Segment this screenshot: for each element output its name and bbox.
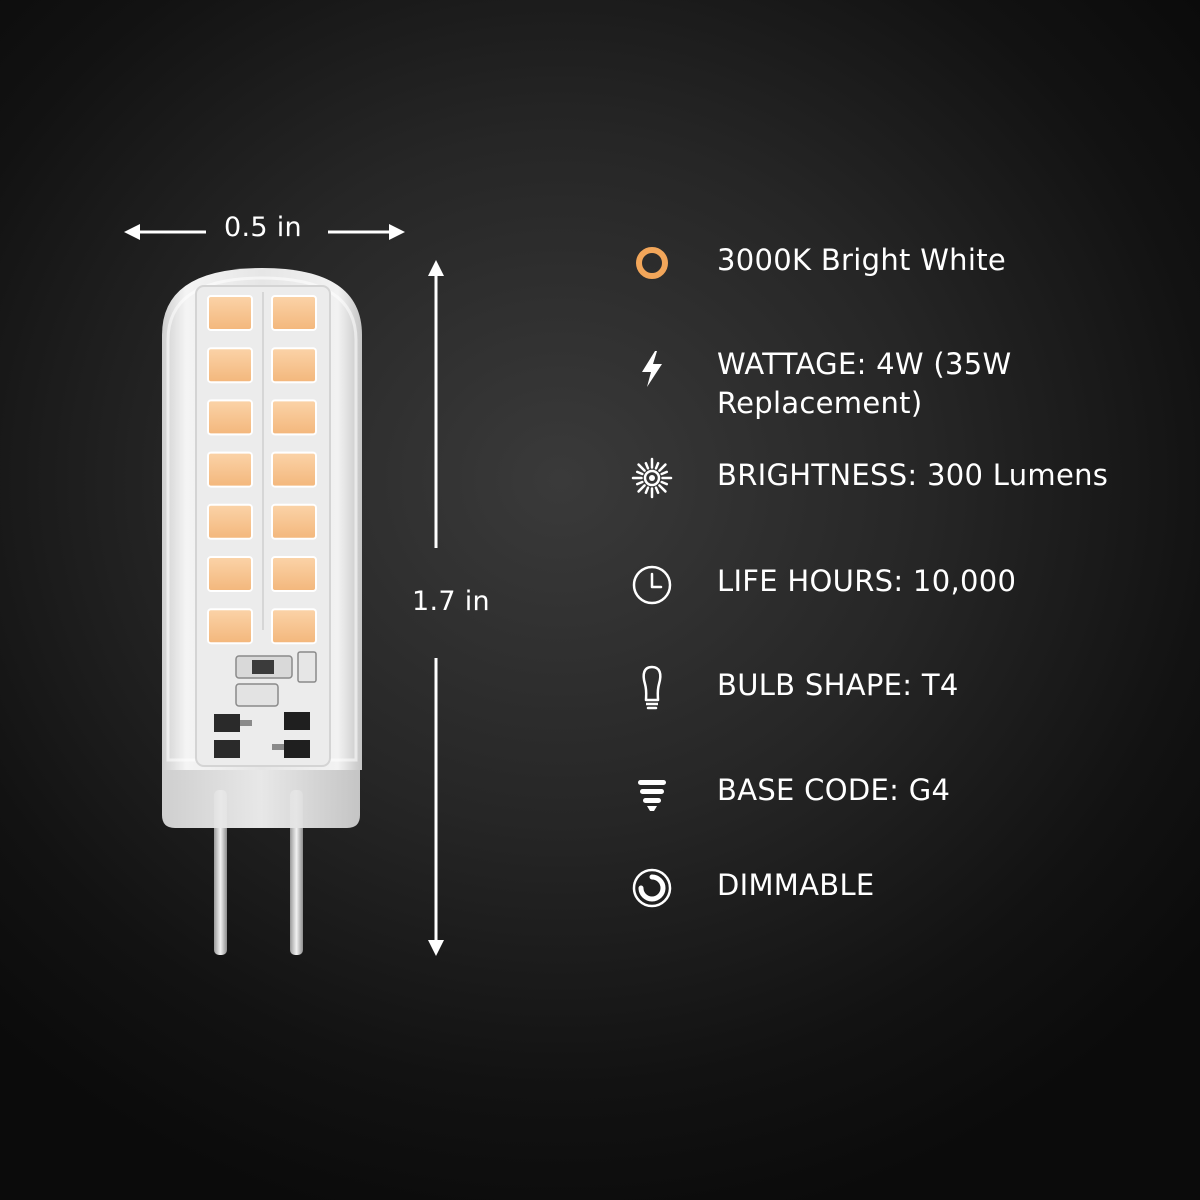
- width-dimension-label: 0.5 in: [224, 212, 302, 243]
- bulb-pin-left: [214, 790, 227, 955]
- diode-chip: [214, 714, 240, 732]
- led-chip: [207, 608, 253, 645]
- led-chip: [271, 556, 317, 592]
- led-chip: [271, 451, 317, 488]
- bulb-shape-icon: [630, 664, 674, 712]
- width-dimension-arrow: [124, 224, 405, 240]
- bulb-pin-right: [290, 790, 303, 955]
- diode-chip: [214, 740, 240, 758]
- spec-text-life-hours: LIFE HOURS: 10,000: [717, 564, 1017, 598]
- led-chip: [271, 295, 317, 331]
- sun-brightness-icon: [630, 456, 674, 500]
- spec-text-bulb-shape: BULB SHAPE: T4: [717, 668, 959, 702]
- color-temperature-ring-icon: [630, 241, 674, 285]
- spec-text-color-temperature: 3000K Bright White: [717, 243, 1007, 277]
- diode-chip: [284, 712, 310, 730]
- spec-text-dimmable: DIMMABLE: [717, 868, 875, 902]
- height-dimension-label: 1.7 in: [412, 586, 490, 617]
- led-chip: [271, 347, 317, 384]
- led-chip: [207, 451, 253, 488]
- resistor-component-2: [235, 683, 279, 707]
- diode-chip: [284, 740, 310, 758]
- led-chip: [207, 399, 253, 436]
- height-dimension-arrow: [428, 260, 444, 956]
- led-chip: [207, 295, 253, 331]
- clock-icon: [630, 563, 674, 607]
- led-chip: [271, 503, 317, 540]
- spec-text-wattage: WATTAGE: 4W (35W Replacement): [717, 347, 1012, 420]
- led-chip-grid: [207, 295, 317, 645]
- led-chip: [207, 347, 253, 384]
- spec-text-base-code: BASE CODE: G4: [717, 773, 951, 807]
- bulb-base-icon: [630, 771, 674, 815]
- led-chip: [271, 399, 317, 436]
- led-chip: [207, 556, 253, 592]
- lightning-bolt-icon: [630, 347, 674, 391]
- dimmer-icon: [630, 866, 674, 910]
- spec-text-brightness: BRIGHTNESS: 300 Lumens: [717, 458, 1109, 492]
- led-chip: [207, 503, 253, 540]
- led-chip: [271, 608, 317, 645]
